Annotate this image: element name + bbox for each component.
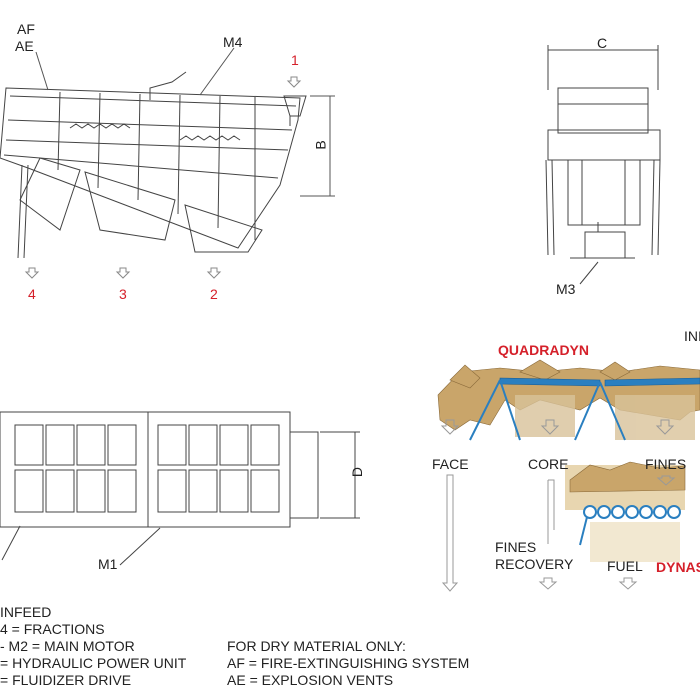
outlet-3-label: 3 <box>119 286 127 302</box>
outlet-2-label: 2 <box>210 286 218 302</box>
fuel-label: FUEL <box>607 558 643 574</box>
legend-left-line-3: - M2 = MAIN MOTOR <box>0 638 135 654</box>
fraction-fines-label: FINES <box>645 456 687 472</box>
legend-right-line-3: AE = EXPLOSION VENTS <box>227 672 394 688</box>
legend-left: INFEED 4 = FRACTIONS - M2 = MAIN MOTOR =… <box>0 604 186 689</box>
legend-left-line-4: = HYDRAULIC POWER UNIT <box>0 655 187 671</box>
fraction-face-label: FACE <box>432 456 469 472</box>
fines-recovery-line1: FINES <box>495 539 537 555</box>
legend-right-line-2: AF = FIRE-EXTINGUISHING SYSTEM <box>227 655 470 671</box>
legend-left-line-1: INFEED <box>0 604 52 620</box>
ae-label: AE <box>15 38 34 54</box>
legend-left-line-5: = FLUIDIZER DRIVE <box>0 672 132 688</box>
dimension-b-label: B <box>312 140 329 150</box>
m3-label: M3 <box>556 281 576 297</box>
outlet-4-label: 4 <box>28 286 36 302</box>
m4-label: M4 <box>223 34 243 50</box>
dimension-d-label: D <box>349 466 366 478</box>
infeed-diagram-label: INI <box>684 328 700 344</box>
legend-left-line-2: 4 = FRACTIONS <box>0 621 105 637</box>
fines-recovery-line2: RECOVERY <box>495 556 574 572</box>
quadradyn-brand: QUADRADYN <box>498 342 589 358</box>
af-label: AF <box>17 21 35 37</box>
dimension-c-label: C <box>597 35 608 51</box>
infeed-number-label: 1 <box>291 52 299 68</box>
m1-label: M1 <box>98 556 118 572</box>
dynas-brand: DYNAS <box>656 559 700 575</box>
fraction-core-label: CORE <box>528 456 569 472</box>
legend-right-line-1: FOR DRY MATERIAL ONLY: <box>227 638 406 654</box>
legend-right: FOR DRY MATERIAL ONLY: AF = FIRE-EXTINGU… <box>227 638 469 689</box>
